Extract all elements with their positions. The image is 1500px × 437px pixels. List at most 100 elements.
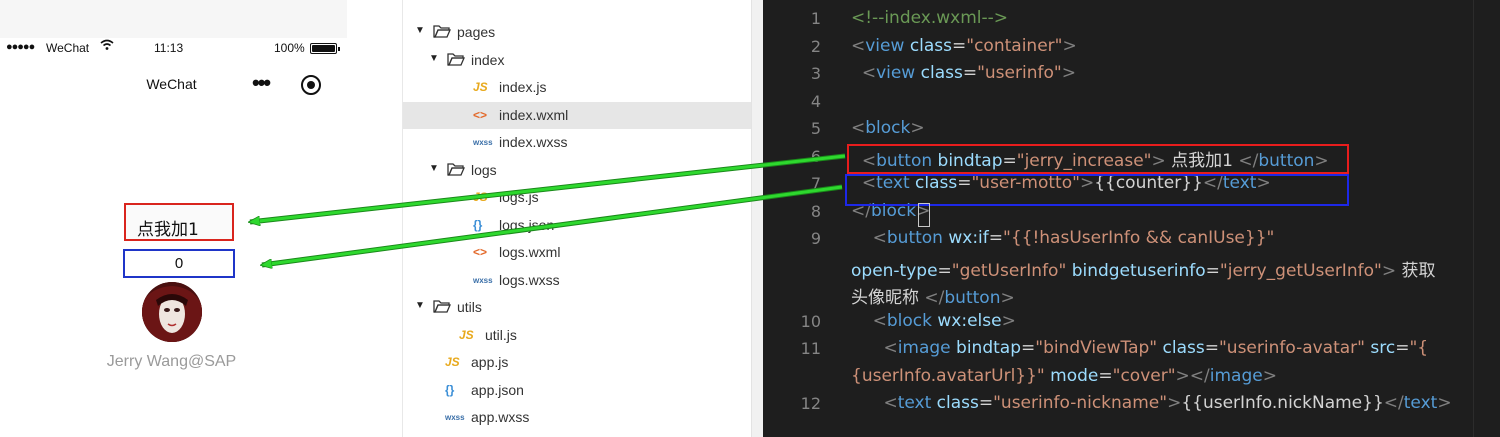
phone-simulator: ●●●●● WeChat 11:13 100% WeChat ••• 点我加1 …: [0, 0, 347, 437]
user-nickname: Jerry Wang@SAP: [106, 353, 237, 370]
simulator-top-bar: [0, 0, 347, 38]
code-token: "jerry_getUserInfo": [1219, 260, 1382, 281]
status-bar: ●●●●● WeChat 11:13 100%: [0, 38, 347, 60]
code-token: >: [1062, 35, 1077, 56]
code-line[interactable]: <text class="userinfo-nickname">{{userIn…: [851, 393, 1451, 413]
code-token: text: [1222, 173, 1257, 193]
user-avatar[interactable]: [142, 282, 202, 342]
code-token: <: [861, 173, 877, 193]
tree-item-utils[interactable]: ▼utils: [403, 294, 751, 321]
code-line[interactable]: <!--index.wxml-->: [851, 8, 1008, 28]
wxss-file-icon: wxss: [445, 413, 465, 422]
code-token: ></: [1175, 365, 1210, 386]
json-file-icon: {}: [473, 217, 483, 232]
code-line[interactable]: <button bindtap="jerry_increase"> 点我加1 <…: [851, 146, 1329, 171]
code-line[interactable]: <text class="user-motto">{{counter}}</te…: [851, 173, 1271, 193]
code-line[interactable]: {userInfo.avatarUrl}}" mode="cover"></im…: [851, 366, 1277, 386]
js-file-icon: JS: [473, 190, 488, 204]
tree-item-label: index.wxml: [499, 106, 569, 123]
code-token: "jerry_increase": [1016, 150, 1152, 171]
code-token: block: [886, 310, 932, 331]
tree-item-index-wxml[interactable]: <>index.wxml: [403, 101, 751, 129]
tree-item-index[interactable]: ▼index: [403, 47, 751, 74]
expand-caret-icon[interactable]: ▼: [429, 162, 439, 174]
code-token: >: [1256, 173, 1271, 193]
tree-item-label: app.json: [471, 381, 524, 398]
expand-caret-icon[interactable]: ▼: [415, 300, 425, 311]
code-token: class: [909, 35, 953, 56]
increase-button[interactable]: 点我加1: [124, 203, 234, 241]
code-line[interactable]: <block wx:else>: [851, 311, 1016, 331]
code-token: "user-motto": [971, 173, 1080, 193]
increase-button-label: 点我加1: [137, 220, 199, 240]
code-token: </: [1383, 393, 1404, 413]
tree-item-logs-json[interactable]: {}logs.json: [403, 212, 751, 239]
expand-caret-icon[interactable]: ▼: [429, 52, 439, 64]
code-token: text: [1403, 393, 1438, 413]
code-token: =: [978, 393, 994, 413]
tree-item-pages[interactable]: ▼pages: [403, 19, 751, 46]
code-token: <!--index.wxml-->: [851, 8, 1009, 28]
code-line[interactable]: <view class="container">: [851, 36, 1077, 56]
more-icon[interactable]: •••: [252, 70, 271, 95]
code-token: [851, 228, 873, 248]
code-token: </: [924, 288, 945, 308]
bracket-match-marker: [918, 203, 930, 227]
code-token: <: [883, 338, 898, 358]
editor-scrollbar[interactable]: [1473, 0, 1500, 437]
code-token: [851, 393, 883, 413]
code-line[interactable]: <button wx:if="{{!hasUserInfo && canIUse…: [851, 228, 1275, 248]
code-line[interactable]: <block>: [851, 118, 925, 138]
line-number: 7: [810, 174, 821, 193]
code-token: >: [1381, 260, 1397, 281]
code-token: wx:else: [937, 310, 1002, 331]
line-number: 6: [810, 146, 821, 166]
close-capsule-icon[interactable]: [301, 75, 321, 95]
code-token: "bindViewTap": [1035, 338, 1158, 358]
code-token: <: [851, 118, 866, 138]
code-token: >: [1061, 63, 1076, 83]
carrier-label: WeChat: [46, 41, 90, 55]
line-number: 8: [810, 201, 821, 221]
tree-item-label: logs.wxss: [499, 271, 560, 288]
line-number: 12: [800, 394, 821, 413]
code-token: "getUserInfo": [951, 260, 1067, 281]
expand-caret-icon[interactable]: ▼: [415, 25, 425, 36]
code-token: button: [944, 288, 1001, 308]
code-line[interactable]: <image bindtap="bindViewTap" class="user…: [851, 338, 1428, 358]
code-token: "{: [1409, 338, 1429, 358]
code-line[interactable]: 头像昵称 </button>: [851, 283, 1015, 308]
code-token: =: [962, 63, 978, 83]
js-file-icon: JS: [473, 80, 488, 94]
code-token: </: [1238, 150, 1259, 171]
line-number: 10: [800, 311, 821, 331]
code-line[interactable]: open-type="getUserInfo" bindgetuserinfo=…: [851, 256, 1435, 281]
tree-item-logs-wxml[interactable]: <>logs.wxml: [403, 239, 751, 266]
line-number: 9: [810, 229, 821, 248]
code-token: <: [872, 228, 887, 248]
code-token: >: [1167, 393, 1182, 413]
code-token: bindgetuserinfo: [1071, 260, 1206, 281]
code-token: <: [872, 310, 887, 331]
code-token: [851, 311, 873, 331]
tree-item-app-json[interactable]: {}app.json: [403, 377, 751, 404]
code-token: =: [957, 173, 972, 193]
navigation-bar: WeChat •••: [0, 62, 347, 106]
code-token: button: [1258, 150, 1315, 171]
code-editor[interactable]: 1<!--index.wxml-->2<view class="containe…: [763, 0, 1500, 437]
tree-item-logs[interactable]: ▼logs: [403, 157, 751, 184]
code-line[interactable]: <view class="userinfo">: [851, 63, 1076, 83]
wxss-file-icon: wxss: [473, 138, 493, 147]
counter-text: 0: [123, 249, 235, 278]
code-token: image: [1209, 365, 1263, 386]
battery-percent: 100%: [274, 41, 305, 55]
code-token: class: [915, 173, 958, 193]
code-token: image: [897, 338, 951, 358]
